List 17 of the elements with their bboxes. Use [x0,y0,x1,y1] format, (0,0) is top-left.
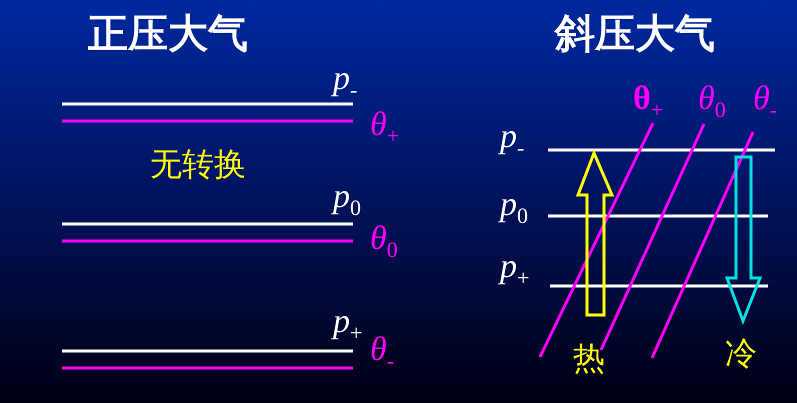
temperature-label: θ$_{0}$ [370,222,398,261]
annotation-text: 无转换 [150,148,246,180]
pressure-label: p$_{+}$ [333,305,362,344]
pressure-label: p$_{+}$ [500,250,530,289]
temperature-label: θ$_{-}$ [370,333,394,372]
temperature-label: θ$_{0}$ [698,82,726,121]
annotation-text: 冷 [725,337,757,369]
pressure-label: p$_{-}$ [500,120,524,159]
pressure-label: p$_{-}$ [333,62,358,101]
temperature-label: θ$_{+}$ [633,82,664,121]
pressure-label: p$_{0}$ [500,188,528,227]
temperature-label: θ$_{-}$ [753,82,778,121]
pressure-label: p$_{0}$ [333,180,361,219]
temperature-label: θ$_{+}$ [370,108,400,147]
heading: 正压大气 [88,14,248,54]
annotation-text: 热 [573,342,605,374]
heading: 斜压大气 [555,14,715,54]
